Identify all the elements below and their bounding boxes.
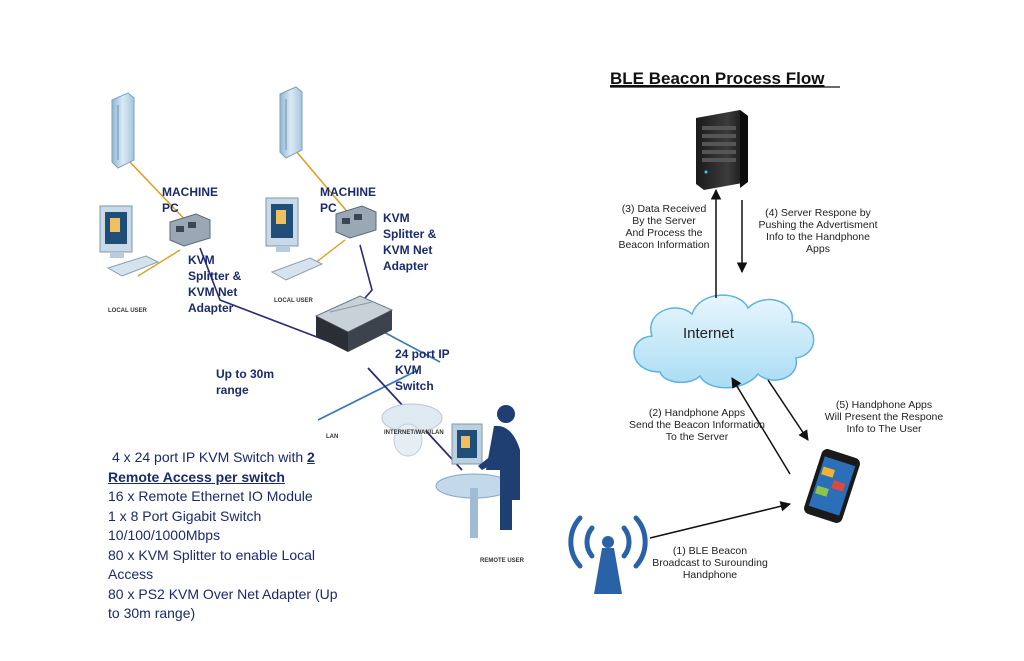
internet-cloud-icon: [633, 294, 815, 389]
spec-item-2: 1 x 8 Port Gigabit Switch: [108, 507, 262, 524]
step5-line2: Will Present the Respone: [825, 411, 944, 423]
spec-item-5: Access: [108, 566, 154, 582]
step2-line2: Send the Beacon Information: [629, 419, 765, 431]
machine-pc-label-2-line2: PC: [320, 201, 337, 215]
range-label-line1: Up to 30m: [216, 367, 274, 381]
arrow-beacon-to-phone: [649, 501, 792, 539]
step3-line2: By the Server: [632, 215, 696, 227]
machine-pc-label-2-line1: MACHINE: [320, 185, 376, 199]
switch-label-line2: KVM: [395, 363, 422, 377]
step5-line1: (5) Handphone Apps: [836, 399, 932, 411]
kvm-splitter-box-2: [335, 205, 377, 239]
internet-label: Internet: [683, 325, 735, 342]
spec-item-7: to 30m range): [108, 605, 196, 621]
splitter-left-line2: Splitter &: [188, 269, 242, 283]
step4-text: (4) Server Respone by Pushing the Advert…: [758, 207, 877, 255]
splitter-right-line3: KVM Net: [383, 243, 432, 257]
ble-title: BLE Beacon Process Flow: [610, 69, 825, 88]
step5-line3: Info to The User: [846, 423, 922, 435]
internet-wan-cloud: [381, 403, 443, 457]
local-user-label-1: LOCAL USER: [108, 308, 148, 314]
ip-kvm-switch: [314, 295, 394, 352]
step5-text: (5) Handphone Apps Will Present the Resp…: [825, 399, 944, 435]
kvm-splitter-box-1: [169, 213, 211, 247]
switch-label-line3: Switch: [395, 379, 434, 393]
step4-line1: (4) Server Respone by: [765, 207, 871, 219]
step2-line1: (2) Handphone Apps: [649, 407, 745, 419]
step4-line4: Apps: [806, 243, 830, 255]
internet-wan-lan-label: INTERNET/WAN/LAN: [384, 430, 444, 436]
lan-label: LAN: [326, 434, 338, 440]
spec-line-1-text: 4 x 24 port IP KVM Switch with: [112, 449, 308, 465]
range-label-line2: range: [216, 383, 249, 397]
spec-item-4: 80 x KVM Splitter to enable Local: [108, 546, 316, 563]
arrow-cloud-to-phone: [767, 379, 809, 441]
splitter-left-line1: KVM: [188, 253, 215, 267]
splitter-left-line4: Adapter: [188, 301, 234, 315]
spec-line-2: Remote Access per switch: [108, 468, 285, 485]
step1-text: (1) BLE Beacon Broadcast to Surounding H…: [652, 545, 768, 581]
spec-item-6: 80 x PS2 KVM Over Net Adapter (Up: [108, 585, 338, 602]
ble-beacon-icon: [568, 515, 648, 594]
kvm-cables: [127, 149, 463, 471]
switch-label-line1: 24 port IP: [395, 347, 450, 361]
step1-line1: (1) BLE Beacon: [673, 545, 747, 557]
step3-line4: Beacon Information: [618, 239, 709, 251]
remote-user-label: REMOTE USER: [480, 558, 525, 564]
remote-user-figure: [435, 405, 520, 538]
step3-line3: And Process the: [625, 227, 702, 239]
splitter-right-line4: Adapter: [383, 259, 429, 273]
handphone-icon: [804, 449, 860, 523]
machine-pc-label-1-line2: PC: [162, 201, 179, 215]
step2-text: (2) Handphone Apps Send the Beacon Infor…: [629, 407, 765, 443]
step4-line2: Pushing the Advertisment: [758, 219, 877, 231]
local-user-label-2: LOCAL USER: [274, 298, 314, 304]
machine-pc-label-1-line1: MACHINE: [162, 185, 218, 199]
step4-line3: Info to the Handphone: [766, 231, 870, 243]
local-user-monitor-1: [99, 205, 160, 277]
server-icon: [696, 110, 748, 190]
step3-line1: (3) Data Received: [622, 203, 707, 215]
splitter-right-line2: Splitter &: [383, 227, 437, 241]
step1-line2: Broadcast to Surounding: [652, 557, 768, 569]
arrow-phone-to-cloud: [731, 377, 791, 475]
step2-line3: To the Server: [666, 431, 729, 443]
local-user-monitor-2: [265, 197, 324, 281]
spec-item-3: 10/100/1000Mbps: [108, 527, 221, 543]
step1-line3: Handphone: [683, 569, 737, 581]
step3-text: (3) Data Received By the Server And Proc…: [618, 203, 709, 251]
spec-item-1: 16 x Remote Ethernet IO Module: [108, 488, 313, 504]
splitter-right-line1: KVM: [383, 211, 410, 225]
spec-line-1-count: 2: [307, 449, 315, 465]
machine-pc-tower-1: [111, 92, 135, 169]
machine-pc-tower-2: [279, 86, 303, 159]
splitter-left-line3: KVM Net: [188, 285, 237, 299]
spec-line-1: 4 x 24 port IP KVM Switch with 2: [108, 448, 408, 468]
kvm-spec-list: 4 x 24 port IP KVM Switch with 2 Remote …: [108, 448, 408, 624]
